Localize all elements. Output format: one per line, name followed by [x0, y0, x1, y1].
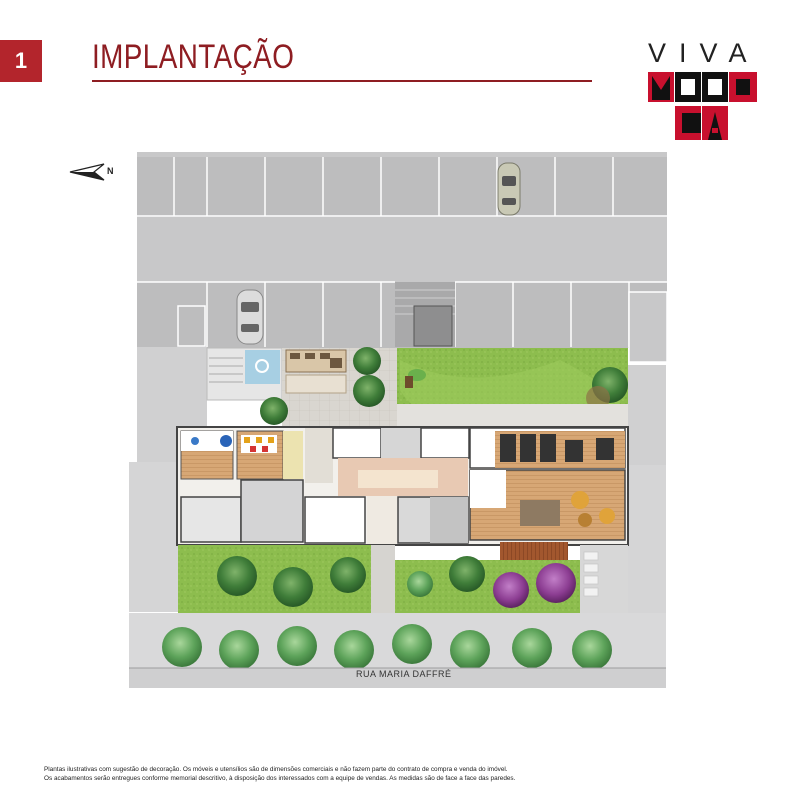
disclaimer-line: Os acabamentos serão entregues conforme … — [44, 775, 516, 782]
street-tree-icon — [572, 630, 612, 670]
logo-viva-text: VIVA — [648, 38, 760, 68]
disclaimer-line: Plantas ilustrativas com sugestão de dec… — [44, 766, 508, 773]
logo-mooca-blocks — [648, 72, 757, 140]
north-arrow-icon — [69, 163, 105, 181]
viva-mooca-logo — [648, 72, 757, 140]
side-walkway — [129, 462, 178, 612]
tree-icon — [260, 397, 288, 425]
street-tree-icon — [512, 628, 552, 668]
street-name-label: RUA MARIA DAFFRÉ — [356, 669, 452, 679]
street-tree-icon — [334, 630, 374, 670]
section-number-badge: 1 — [0, 40, 42, 82]
street-tree-icon — [392, 624, 432, 664]
street-tree-icon — [277, 626, 317, 666]
north-label: N — [107, 166, 114, 176]
page-title: IMPLANTAÇÃO — [92, 38, 295, 76]
disclaimer: Plantas ilustrativas com sugestão de dec… — [44, 765, 515, 783]
accessible-parking-spot — [206, 347, 283, 401]
car-icon — [236, 289, 264, 345]
parking-area — [137, 152, 668, 363]
tree-icon — [330, 557, 366, 593]
building-footprint — [176, 426, 629, 546]
street — [129, 668, 666, 688]
tree-icon — [273, 567, 313, 607]
street-tree-icon — [219, 630, 259, 670]
purple-tree-icon — [536, 563, 576, 603]
purple-tree-icon — [493, 572, 529, 608]
tree-icon — [449, 556, 485, 592]
side-walkway — [628, 365, 666, 465]
tree-icon — [353, 347, 381, 375]
side-walkway — [628, 465, 666, 615]
wheelchair-icon — [255, 359, 269, 373]
title-underline — [92, 80, 592, 82]
car-icon — [497, 162, 521, 216]
tree-icon — [217, 556, 257, 596]
shrub-icon — [407, 571, 433, 597]
street-tree-icon — [162, 627, 202, 667]
street-tree-icon — [450, 630, 490, 670]
tree-icon — [353, 375, 385, 407]
